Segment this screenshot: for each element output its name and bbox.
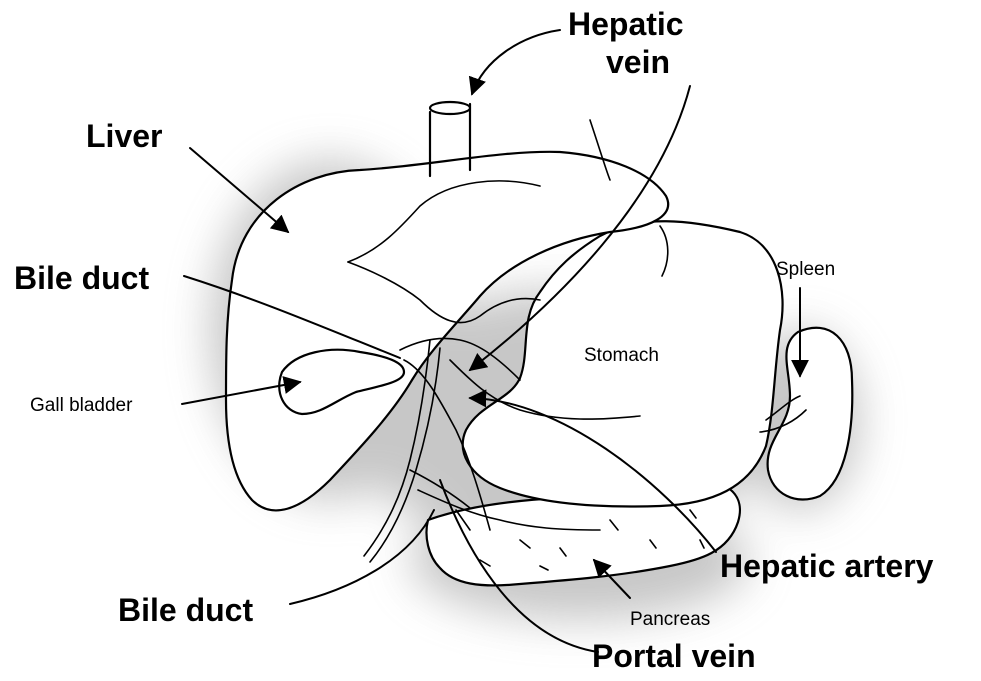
- spleen-label: Spleen: [776, 260, 835, 279]
- hepatic-artery-label: Hepatic artery: [720, 550, 933, 582]
- bile-duct-upper-label: Bile duct: [14, 262, 149, 294]
- stomach-label: Stomach: [584, 346, 659, 365]
- hepatic-vein-arrow: [472, 30, 560, 94]
- gall-bladder-label: Gall bladder: [30, 396, 132, 415]
- bile-duct-lower-label: Bile duct: [118, 594, 253, 626]
- hepatic-vein-label-line2: vein: [606, 46, 670, 78]
- portal-vein-label: Portal vein: [592, 640, 756, 672]
- hepatic-vein-opening: [430, 102, 470, 114]
- liver-label: Liver: [86, 120, 162, 152]
- hepatic-vein-label-line1: Hepatic: [568, 8, 684, 40]
- pancreas-label: Pancreas: [630, 610, 710, 629]
